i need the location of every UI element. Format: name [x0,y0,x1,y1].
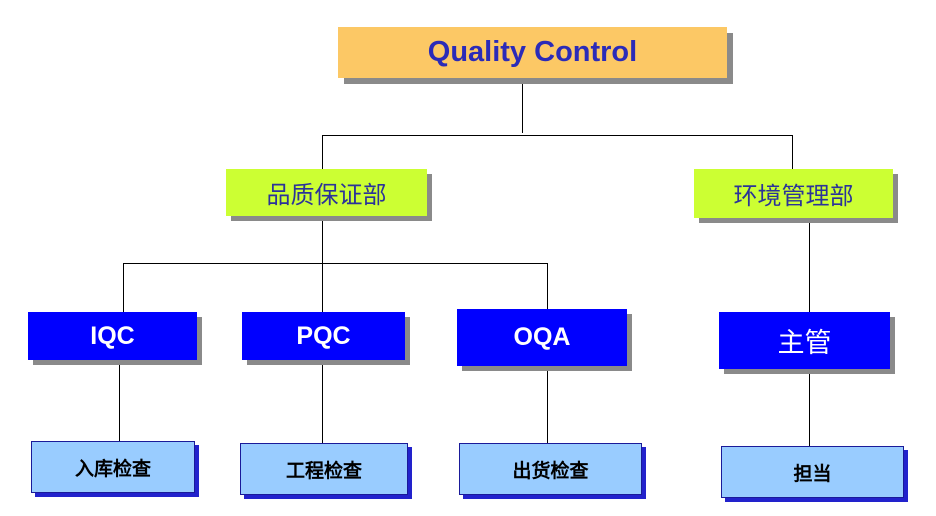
dept-node-environment: 环境管理部 [694,169,893,218]
root-node-label: Quality Control [427,36,638,68]
team-node-pqc: PQC [242,312,405,360]
connector-qa-dept-down [322,218,323,312]
connector-to-qa-dept [322,135,323,169]
task-node-incoming-inspection: 入库检查 [31,441,195,493]
connector-level2-horizontal [123,263,548,264]
team-node-label: IQC [90,321,135,350]
root-node-quality-control: Quality Control [338,27,727,78]
task-node-process-inspection: 工程检查 [240,443,408,495]
task-node-label: 出货检查 [512,460,589,482]
task-node-label: 入库检查 [74,458,151,480]
team-node-supervisor: 主管 [719,312,890,369]
connector-to-oqa [547,263,548,309]
connector-level1-horizontal [322,135,793,136]
dept-node-label: 环境管理部 [733,182,854,210]
connector-env-dept-down [809,220,810,312]
team-node-label: 主管 [777,328,832,359]
connector-to-iqc [123,263,124,312]
connector-oqa-task [547,368,548,443]
team-node-label: PQC [296,321,351,350]
connector-root-down [522,80,523,133]
team-node-oqa: OQA [457,309,627,366]
dept-node-quality-assurance: 品质保证部 [226,169,427,216]
team-node-label: OQA [513,323,571,351]
dept-node-label: 品质保证部 [266,181,387,209]
connector-pqc-task [322,362,323,443]
connector-iqc-task [119,362,120,441]
task-node-label: 担当 [793,463,832,485]
connector-supervisor-task [809,369,810,446]
task-node-label: 工程检查 [285,460,362,482]
task-node-outgoing-inspection: 出货检查 [459,443,642,495]
task-node-staff: 担当 [721,446,904,498]
connector-to-env-dept [792,135,793,169]
team-node-iqc: IQC [28,312,197,360]
